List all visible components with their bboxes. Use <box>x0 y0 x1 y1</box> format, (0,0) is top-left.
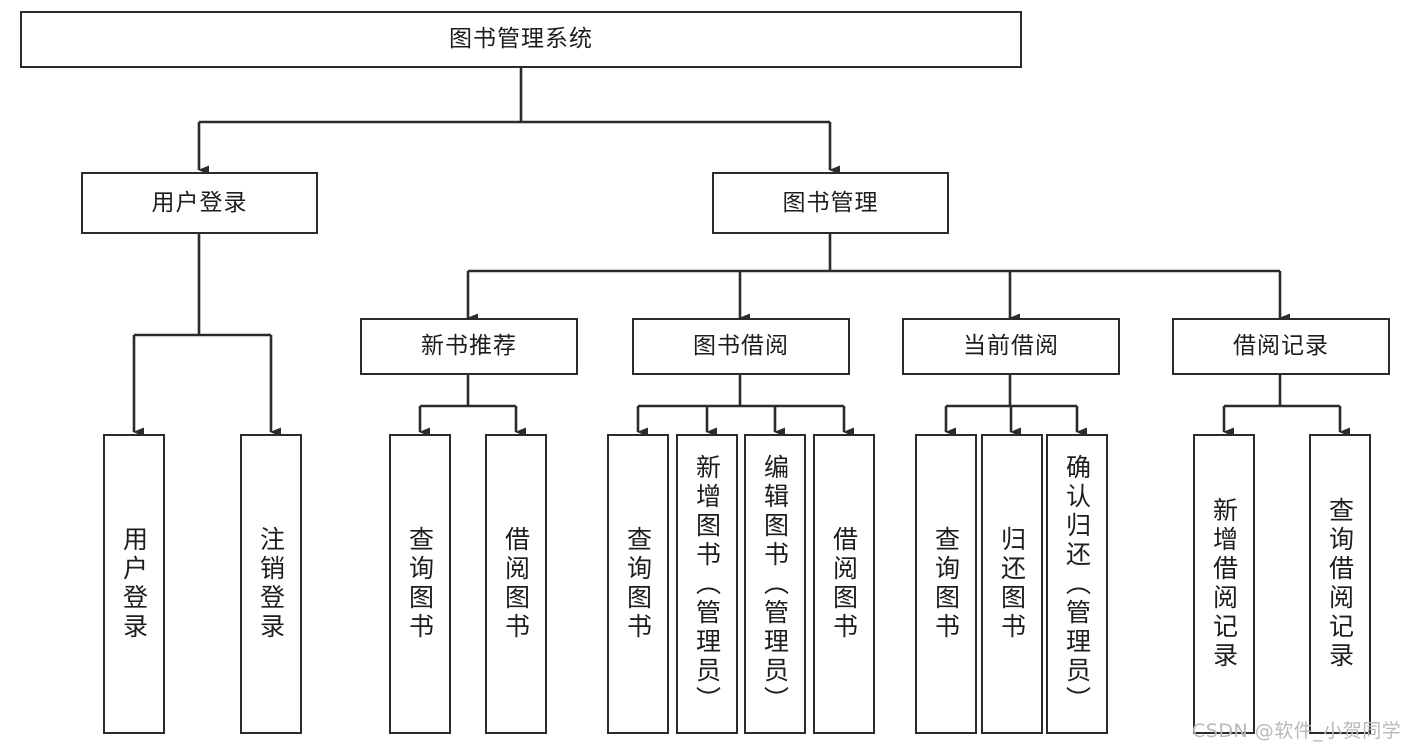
leaf-borrow-query-books[interactable]: 查询图书 <box>607 434 669 734</box>
node-book-management-label: 图书管理 <box>782 189 879 216</box>
leaf-current-return-books-label: 归还图书 <box>997 526 1027 642</box>
node-user-login-label: 用户登录 <box>151 189 248 216</box>
leaf-borrow-borrow-books-label: 借阅图书 <box>829 526 859 642</box>
node-book-management[interactable]: 图书管理 <box>712 172 949 234</box>
leaf-borrow-add-book-admin[interactable]: 新增图书（管理员） <box>676 434 738 734</box>
node-book-borrowing[interactable]: 图书借阅 <box>632 318 850 375</box>
leaf-new-book-query-books[interactable]: 查询图书 <box>389 434 451 734</box>
leaf-current-confirm-return-admin-label: 确认归还（管理员） <box>1062 453 1092 715</box>
node-borrowing-records-label: 借阅记录 <box>1233 333 1329 359</box>
leaf-records-query-record-label: 查询借阅记录 <box>1325 497 1355 671</box>
node-root-book-management-system[interactable]: 图书管理系统 <box>20 11 1022 68</box>
leaf-user-login-label: 用户登录 <box>119 526 149 642</box>
node-book-borrowing-label: 图书借阅 <box>693 333 789 359</box>
node-user-login[interactable]: 用户登录 <box>81 172 318 234</box>
leaf-records-add-record[interactable]: 新增借阅记录 <box>1193 434 1255 734</box>
node-root-label: 图书管理系统 <box>449 26 593 52</box>
leaf-logout-label: 注销登录 <box>256 526 286 642</box>
leaf-current-return-books[interactable]: 归还图书 <box>981 434 1043 734</box>
leaf-current-confirm-return-admin[interactable]: 确认归还（管理员） <box>1046 434 1108 734</box>
leaf-borrow-edit-book-admin[interactable]: 编辑图书（管理员） <box>744 434 806 734</box>
node-borrowing-records[interactable]: 借阅记录 <box>1172 318 1390 375</box>
node-new-book-recommendation-label: 新书推荐 <box>421 333 517 359</box>
leaf-new-book-query-books-label: 查询图书 <box>405 526 435 642</box>
leaf-current-query-books-label: 查询图书 <box>931 526 961 642</box>
leaf-borrow-edit-book-admin-label: 编辑图书（管理员） <box>760 453 790 715</box>
leaf-logout[interactable]: 注销登录 <box>240 434 302 734</box>
leaf-new-book-borrow-books[interactable]: 借阅图书 <box>485 434 547 734</box>
leaf-new-book-borrow-books-label: 借阅图书 <box>501 526 531 642</box>
leaf-records-query-record[interactable]: 查询借阅记录 <box>1309 434 1371 734</box>
leaf-borrow-borrow-books[interactable]: 借阅图书 <box>813 434 875 734</box>
node-current-borrowing[interactable]: 当前借阅 <box>902 318 1120 375</box>
leaf-current-query-books[interactable]: 查询图书 <box>915 434 977 734</box>
leaf-borrow-add-book-admin-label: 新增图书（管理员） <box>692 453 722 715</box>
node-new-book-recommendation[interactable]: 新书推荐 <box>360 318 578 375</box>
leaf-user-login[interactable]: 用户登录 <box>103 434 165 734</box>
csdn-watermark: CSDN @软件_小贺同学 <box>1192 720 1402 742</box>
leaf-borrow-query-books-label: 查询图书 <box>623 526 653 642</box>
node-current-borrowing-label: 当前借阅 <box>963 333 1059 359</box>
leaf-records-add-record-label: 新增借阅记录 <box>1209 497 1239 671</box>
